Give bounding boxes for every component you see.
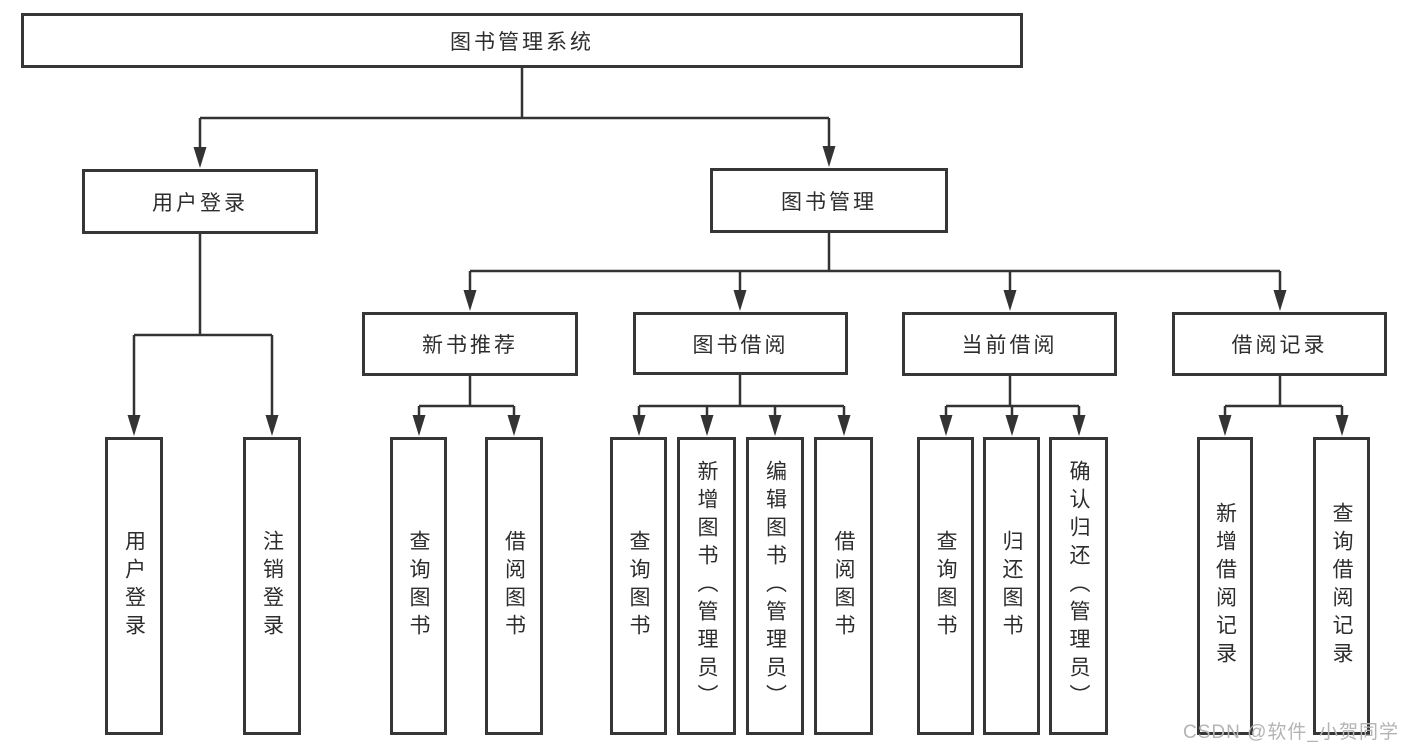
node-label: 新增图书（管理员） bbox=[695, 460, 718, 712]
node-current-borrowing: 当前借阅 bbox=[902, 312, 1117, 376]
node-label: 编辑图书（管理员） bbox=[763, 460, 787, 712]
node-user-login-branch: 用户登录 bbox=[82, 169, 318, 234]
leaf-logout: 注销登录 bbox=[243, 437, 301, 735]
leaf-borrow-books: 借阅图书 bbox=[814, 437, 873, 735]
node-label: 用户登录 bbox=[152, 191, 248, 215]
leaf-query-books-recommend: 查询图书 bbox=[390, 437, 447, 735]
node-label: 借阅记录 bbox=[1231, 334, 1328, 357]
node-label: 图书管理系统 bbox=[450, 30, 594, 54]
node-label: 查询图书 bbox=[627, 530, 650, 642]
leaf-edit-books-admin: 编辑图书（管理员） bbox=[746, 437, 804, 735]
node-label: 新书推荐 bbox=[422, 334, 518, 357]
node-label: 图书管理 bbox=[781, 190, 877, 214]
node-label: 新增借阅记录 bbox=[1213, 502, 1237, 670]
node-label: 查询图书 bbox=[407, 530, 430, 642]
leaf-confirm-return-admin: 确认归还（管理员） bbox=[1049, 437, 1108, 735]
node-label: 归还图书 bbox=[1000, 530, 1023, 642]
node-label: 用户登录 bbox=[122, 530, 146, 642]
node-label: 注销登录 bbox=[260, 530, 284, 642]
leaf-query-books-current: 查询图书 bbox=[917, 437, 974, 735]
node-label: 借阅图书 bbox=[832, 530, 855, 642]
leaf-query-borrow-record: 查询借阅记录 bbox=[1313, 437, 1370, 735]
leaf-query-books-borrowing: 查询图书 bbox=[610, 437, 667, 735]
node-label: 查询借阅记录 bbox=[1330, 502, 1353, 670]
leaf-user-login: 用户登录 bbox=[105, 437, 163, 735]
node-label: 借阅图书 bbox=[502, 530, 526, 642]
node-label: 查询图书 bbox=[934, 530, 957, 642]
leaf-add-books-admin: 新增图书（管理员） bbox=[677, 437, 736, 735]
csdn-watermark: CSDN @软件_小贺同学 bbox=[1183, 722, 1399, 743]
node-label: 确认归还（管理员） bbox=[1067, 460, 1090, 712]
node-book-management: 图书管理 bbox=[710, 168, 948, 233]
leaf-add-borrow-record: 新增借阅记录 bbox=[1197, 437, 1253, 735]
node-label: 当前借阅 bbox=[961, 334, 1058, 357]
leaf-return-books: 归还图书 bbox=[983, 437, 1040, 735]
node-book-borrowing: 图书借阅 bbox=[633, 312, 848, 375]
node-root-system: 图书管理系统 bbox=[21, 13, 1023, 68]
node-borrowing-records: 借阅记录 bbox=[1172, 312, 1387, 376]
node-label: 图书借阅 bbox=[692, 333, 789, 357]
node-new-book-recommendation: 新书推荐 bbox=[362, 312, 578, 376]
leaf-borrow-books-recommend: 借阅图书 bbox=[485, 437, 543, 735]
